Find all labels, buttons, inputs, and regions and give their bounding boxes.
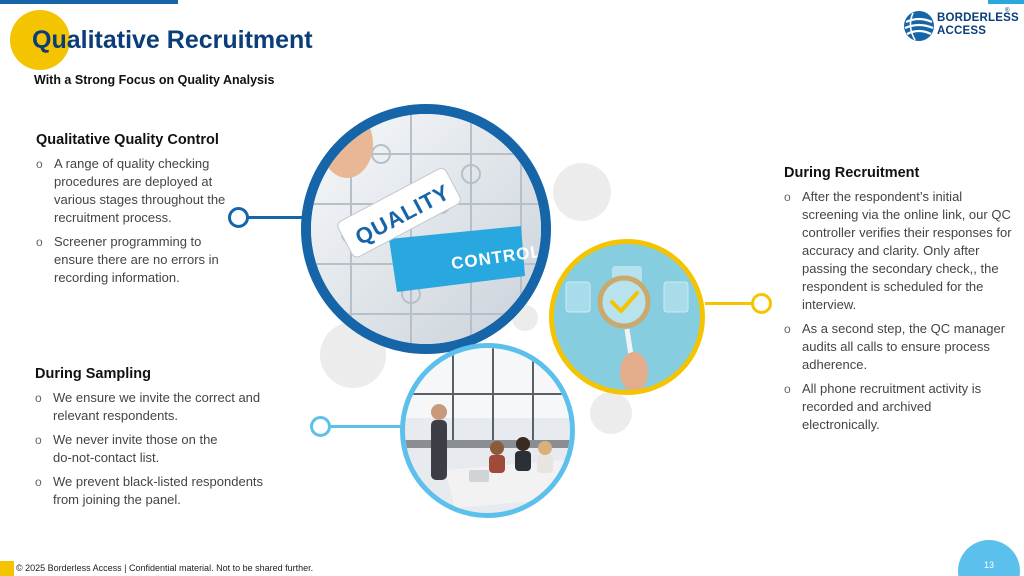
recruitment-image: [549, 239, 705, 395]
connector-ring-recruitment: [751, 293, 772, 314]
recruitment-heading: During Recruitment: [784, 165, 920, 181]
footer-accent-tab: [0, 561, 14, 576]
decorative-dot: [590, 392, 632, 434]
quality-control-heading: Qualitative Quality Control: [36, 132, 219, 148]
circle-bullet-icon: o: [36, 235, 43, 249]
meeting-illustration: [405, 348, 570, 513]
connector-line-quality: [248, 216, 310, 219]
connector-ring-sampling: [310, 416, 331, 437]
connector-line-recruitment: [705, 302, 755, 305]
page-subtitle: With a Strong Focus on Quality Analysis: [34, 73, 275, 87]
top-accent-bar: [0, 0, 178, 4]
circle-bullet-icon: o: [35, 475, 42, 489]
decorative-dot: [553, 163, 611, 221]
circle-bullet-icon: o: [784, 322, 791, 336]
quality-control-image: QUALITY CONTROL: [301, 104, 551, 354]
connector-ring-quality: [228, 207, 249, 228]
magnifier-check-icon: [554, 244, 700, 390]
logo-text-line2: ACCESS: [937, 25, 987, 37]
logo-registered-mark: ®: [1005, 8, 1010, 14]
sampling-heading: During Sampling: [35, 366, 151, 382]
circle-bullet-icon: o: [36, 157, 43, 171]
company-logo: BORDERLESS ACCESS ®: [903, 8, 1019, 42]
top-accent-bar-right: [988, 0, 1024, 4]
footer-copyright: © 2025 Borderless Access | Confidential …: [16, 563, 314, 573]
logo-text-line1: BORDERLESS: [937, 12, 1019, 24]
circle-bullet-icon: o: [784, 190, 791, 204]
page-title: Qualitative Recruitment: [32, 26, 313, 54]
circle-bullet-icon: o: [784, 382, 791, 396]
globe-logo-icon: [904, 11, 934, 41]
page-number: 13: [984, 560, 995, 570]
circle-bullet-icon: o: [35, 391, 42, 405]
puzzle-illustration: [311, 114, 541, 344]
page-number-circle: [958, 540, 1020, 576]
sampling-image: [400, 343, 575, 518]
circle-bullet-icon: o: [35, 433, 42, 447]
connector-line-sampling: [328, 425, 408, 428]
title-accent-dot: [10, 10, 70, 70]
